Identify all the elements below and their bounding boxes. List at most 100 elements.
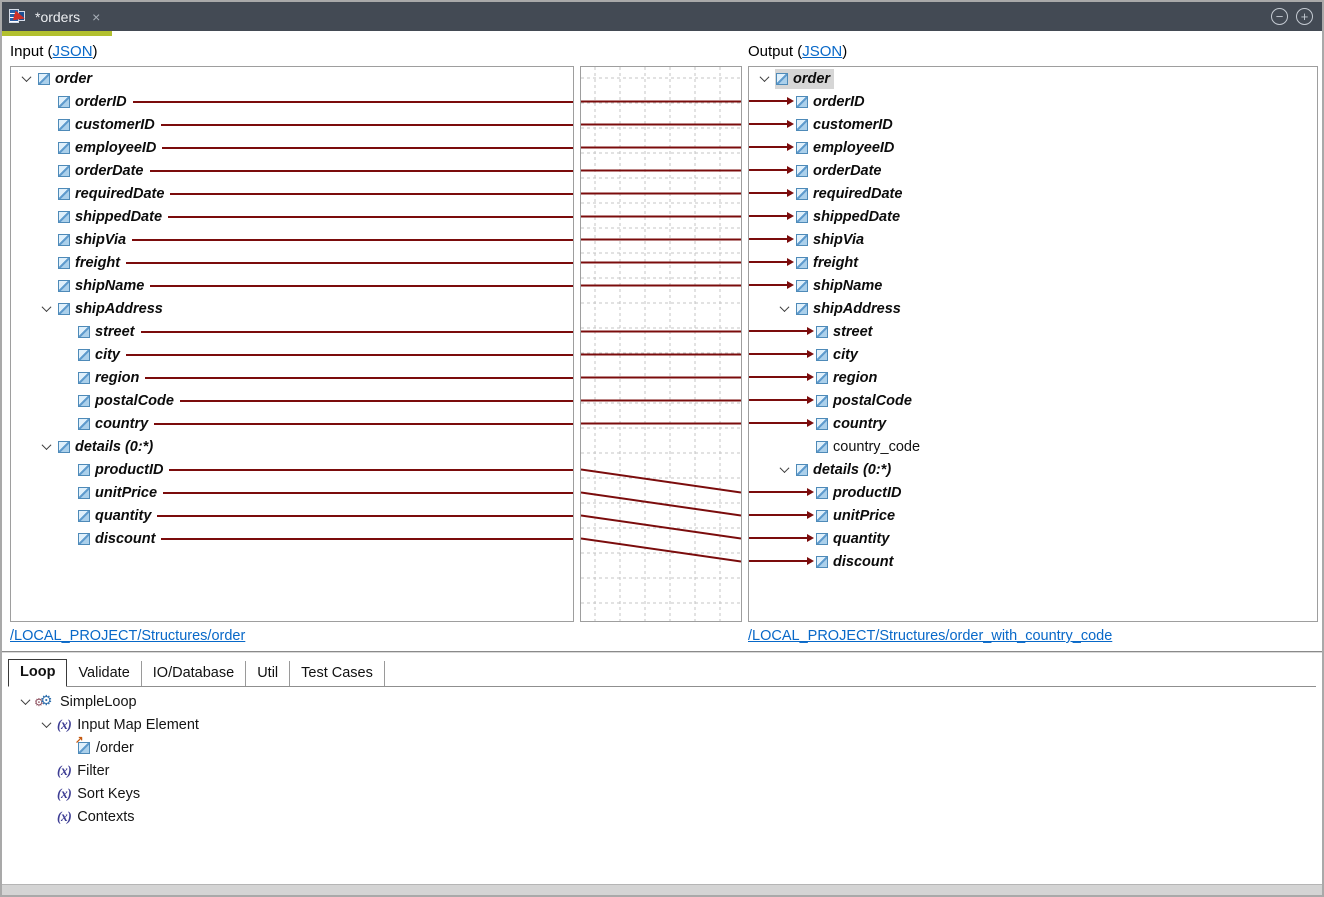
node-body[interactable]: region bbox=[77, 368, 143, 388]
output-tree-item-requireddate[interactable]: requiredDate bbox=[749, 182, 1317, 205]
mapping-arrow[interactable] bbox=[749, 166, 794, 174]
output-tree-item-details-0[interactable]: details (0:*) bbox=[749, 458, 1317, 481]
mapping-line[interactable] bbox=[168, 215, 573, 218]
node-body[interactable]: unitPrice bbox=[815, 506, 899, 526]
expander-chevron-icon[interactable] bbox=[41, 443, 57, 450]
node-body[interactable]: requiredDate bbox=[57, 184, 168, 204]
input-tree-item-details-0[interactable]: details (0:*) bbox=[11, 435, 573, 458]
node-body[interactable]: productID bbox=[77, 460, 167, 480]
input-structure-link[interactable]: /LOCAL_PROJECT/Structures/order bbox=[10, 628, 246, 644]
output-tree-item-country-code[interactable]: country_code bbox=[749, 435, 1317, 458]
node-body[interactable]: quantity bbox=[815, 529, 893, 549]
input-tree-item-discount[interactable]: discount bbox=[11, 527, 573, 550]
mapping-line[interactable] bbox=[126, 353, 573, 356]
expander-chevron-icon[interactable] bbox=[21, 75, 37, 82]
mapping-line[interactable] bbox=[157, 514, 573, 517]
selected-node-body[interactable]: order bbox=[775, 68, 835, 89]
node-body[interactable]: productID bbox=[815, 483, 905, 503]
mapping-arrow[interactable] bbox=[749, 419, 814, 427]
loop-tree-item-contexts[interactable]: (x)Contexts bbox=[8, 805, 1316, 828]
output-tree-item-shipaddress[interactable]: shipAddress bbox=[749, 297, 1317, 320]
tab-test-cases[interactable]: Test Cases bbox=[290, 661, 385, 686]
mapping-arrow[interactable] bbox=[749, 143, 794, 151]
document-tab[interactable]: *orders bbox=[35, 8, 81, 25]
mapping-line[interactable] bbox=[169, 468, 573, 471]
tab-util[interactable]: Util bbox=[246, 661, 291, 686]
node-body[interactable]: order bbox=[37, 69, 96, 89]
node-body[interactable]: shipVia bbox=[57, 230, 130, 250]
loop-tree-item-order[interactable]: ↗/order bbox=[8, 735, 1316, 759]
node-body[interactable]: city bbox=[815, 345, 862, 365]
mapping-line[interactable] bbox=[132, 100, 573, 103]
output-tree-item-shipvia[interactable]: shipVia bbox=[749, 228, 1317, 251]
input-tree-item-country[interactable]: country bbox=[11, 412, 573, 435]
node-body[interactable]: shipAddress bbox=[795, 299, 905, 319]
input-tree-item-customerid[interactable]: customerID bbox=[11, 113, 573, 136]
mapping-arrow[interactable] bbox=[749, 258, 794, 266]
input-tree-item-shipname[interactable]: shipName bbox=[11, 274, 573, 297]
node-body[interactable]: quantity bbox=[77, 506, 155, 526]
mapping-arrow[interactable] bbox=[749, 97, 794, 105]
node-body[interactable]: discount bbox=[77, 529, 159, 549]
expander-chevron-icon[interactable] bbox=[41, 721, 57, 728]
expander-chevron-icon[interactable] bbox=[779, 466, 795, 473]
mapping-line[interactable] bbox=[140, 330, 573, 333]
input-tree-item-orderid[interactable]: orderID bbox=[11, 90, 573, 113]
tab-io-database[interactable]: IO/Database bbox=[141, 661, 247, 686]
node-body[interactable]: shipVia bbox=[795, 230, 868, 250]
output-tree-item-productid[interactable]: productID bbox=[749, 481, 1317, 504]
output-tree-item-discount[interactable]: discount bbox=[749, 550, 1317, 573]
node-body[interactable]: country bbox=[815, 414, 890, 434]
mapping-arrow[interactable] bbox=[749, 557, 814, 565]
loop-tree-item-filter[interactable]: (x)Filter bbox=[8, 759, 1316, 782]
output-tree-item-customerid[interactable]: customerID bbox=[749, 113, 1317, 136]
output-tree-item-street[interactable]: street bbox=[749, 320, 1317, 343]
mapping-arrow[interactable] bbox=[749, 350, 814, 358]
output-tree-item-freight[interactable]: freight bbox=[749, 251, 1317, 274]
loop-tree-item-sort-keys[interactable]: (x)Sort Keys bbox=[8, 782, 1316, 805]
node-body[interactable]: discount bbox=[815, 552, 897, 572]
mapping-line[interactable] bbox=[126, 261, 573, 264]
input-tree-item-freight[interactable]: freight bbox=[11, 251, 573, 274]
mapping-arrow[interactable] bbox=[749, 120, 794, 128]
output-tree-item-postalcode[interactable]: postalCode bbox=[749, 389, 1317, 412]
input-tree-item-shipvia[interactable]: shipVia bbox=[11, 228, 573, 251]
mapping-line[interactable] bbox=[132, 238, 573, 241]
mapping-arrow[interactable] bbox=[749, 373, 814, 381]
node-body[interactable]: customerID bbox=[57, 115, 159, 135]
mapping-arrow[interactable] bbox=[749, 511, 814, 519]
mapping-line[interactable] bbox=[145, 376, 573, 379]
input-tree-item-quantity[interactable]: quantity bbox=[11, 504, 573, 527]
mapping-connection-line[interactable] bbox=[581, 514, 741, 540]
node-body[interactable]: freight bbox=[795, 253, 862, 273]
node-body[interactable]: country_code bbox=[815, 437, 924, 457]
mapping-arrow[interactable] bbox=[749, 212, 794, 220]
mapping-line[interactable] bbox=[150, 284, 573, 287]
mapping-connection-line[interactable] bbox=[581, 491, 741, 517]
loop-tree-item-input-map-element[interactable]: (x)Input Map Element bbox=[8, 713, 1316, 736]
node-body[interactable]: shipAddress bbox=[57, 299, 167, 319]
input-tree-item-city[interactable]: city bbox=[11, 343, 573, 366]
loop-settings-tree[interactable]: ⚙⚙SimpleLoop(x)Input Map Element↗/order(… bbox=[8, 690, 1316, 882]
zoom-in-button[interactable]: + bbox=[1296, 8, 1313, 25]
node-body[interactable]: postalCode bbox=[77, 391, 178, 411]
node-body[interactable]: postalCode bbox=[815, 391, 916, 411]
node-body[interactable]: city bbox=[77, 345, 124, 365]
node-body[interactable]: orderDate bbox=[795, 161, 886, 181]
output-tree-item-order[interactable]: order bbox=[749, 67, 1317, 90]
node-body[interactable]: requiredDate bbox=[795, 184, 906, 204]
mapping-arrow[interactable] bbox=[749, 534, 814, 542]
mapping-arrow[interactable] bbox=[749, 488, 814, 496]
mapping-line[interactable] bbox=[170, 192, 573, 195]
input-tree-item-shipaddress[interactable]: shipAddress bbox=[11, 297, 573, 320]
output-structure-link[interactable]: /LOCAL_PROJECT/Structures/order_with_cou… bbox=[748, 628, 1113, 644]
mapping-line[interactable] bbox=[161, 537, 573, 540]
node-body[interactable]: customerID bbox=[795, 115, 897, 135]
node-body[interactable]: shippedDate bbox=[57, 207, 166, 227]
input-tree-item-region[interactable]: region bbox=[11, 366, 573, 389]
expander-chevron-icon[interactable] bbox=[759, 75, 775, 82]
node-body[interactable]: orderID bbox=[57, 92, 131, 112]
output-tree-item-shipname[interactable]: shipName bbox=[749, 274, 1317, 297]
input-tree-item-productid[interactable]: productID bbox=[11, 458, 573, 481]
